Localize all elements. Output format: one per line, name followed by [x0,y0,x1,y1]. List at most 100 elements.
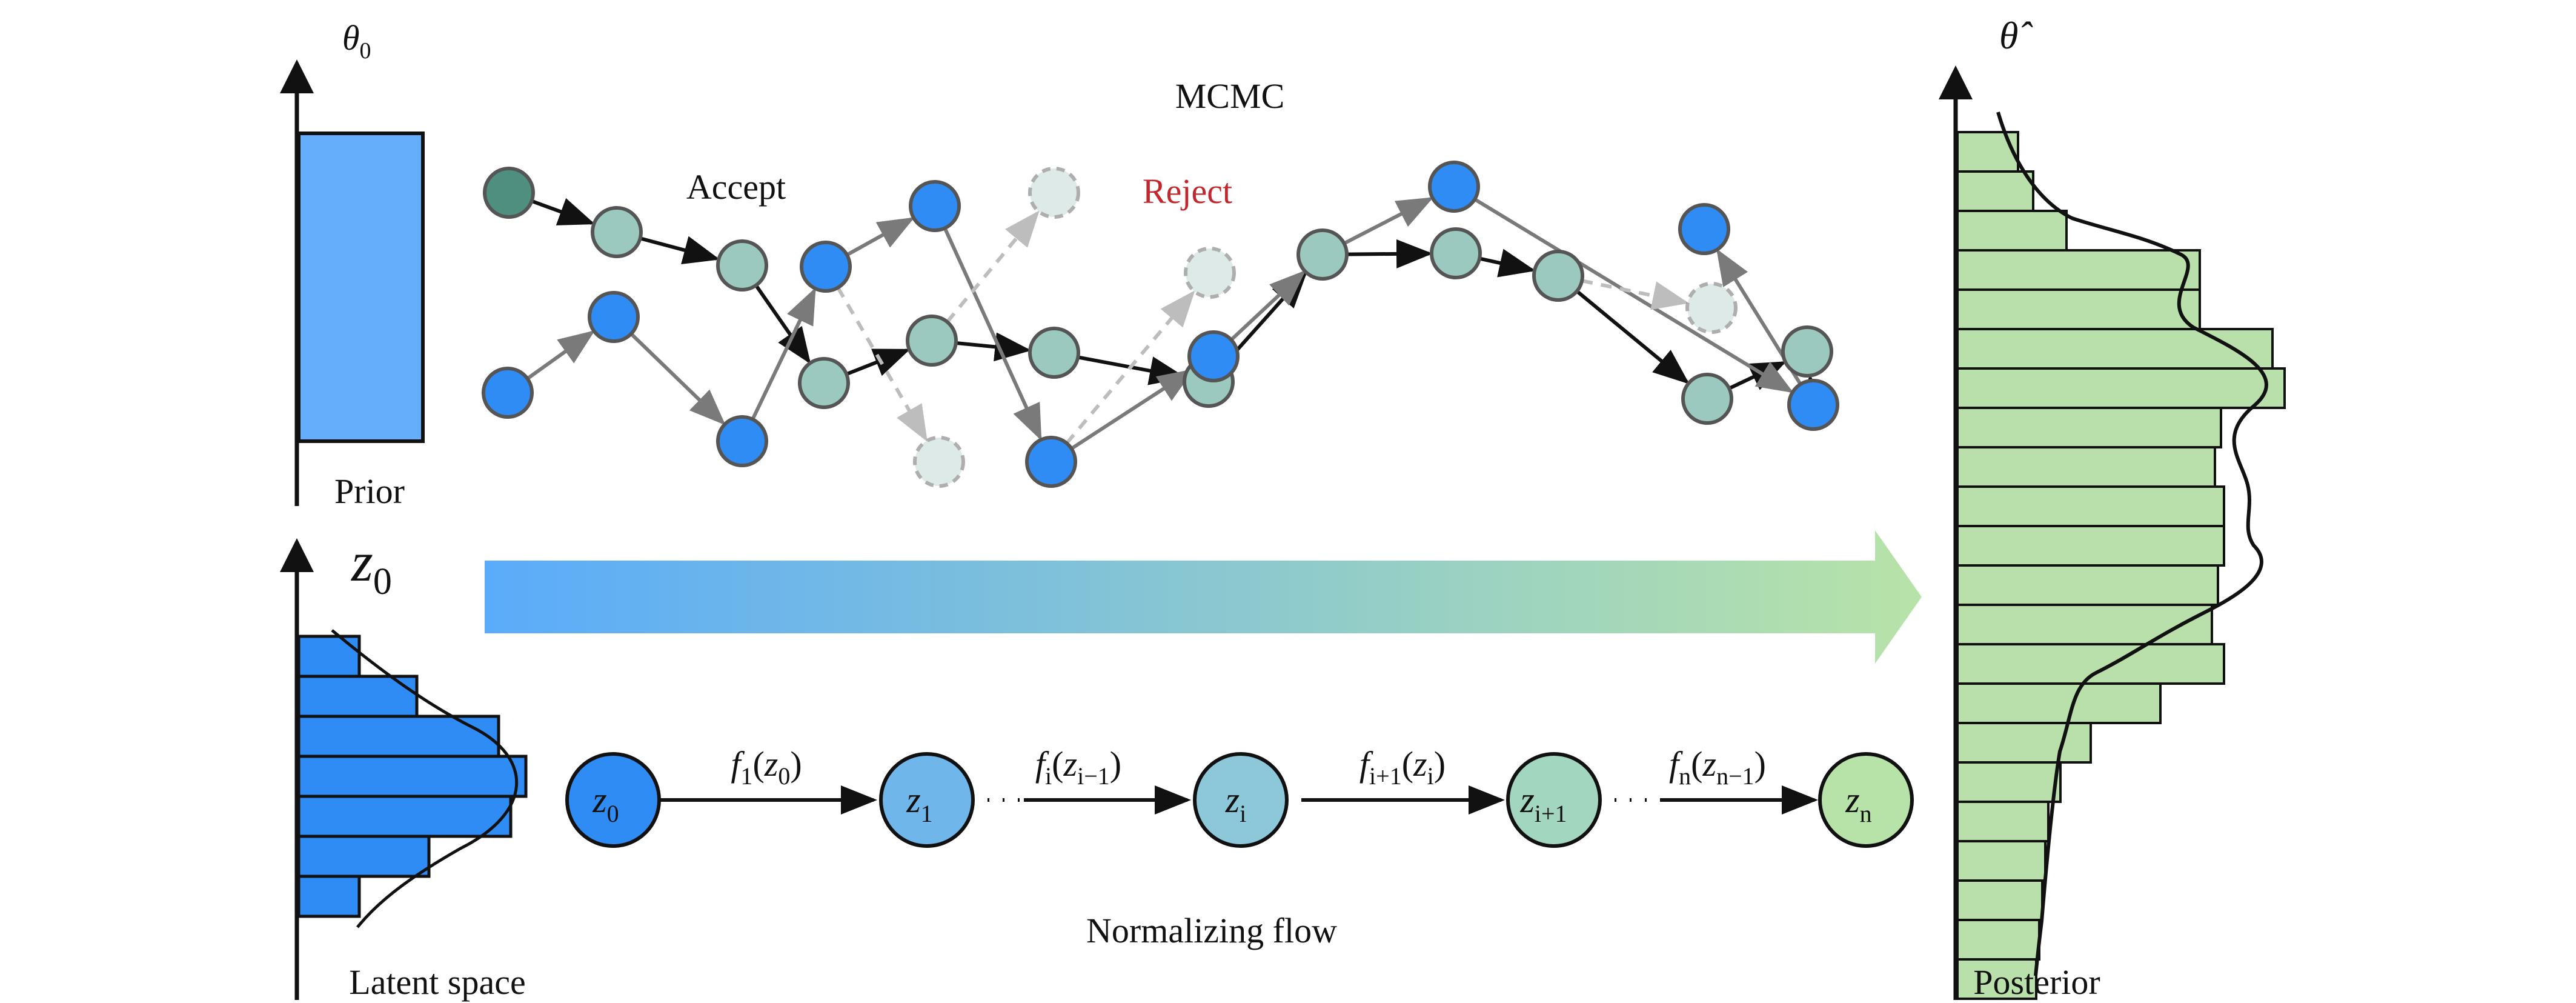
posterior-bar-20 [1956,919,2040,961]
flow-edge-label-2: fi+1(zi) [1359,744,1446,790]
flow-edge-label-3: fn(zn−1) [1669,744,1766,790]
mcmc-edge-1 [639,236,720,265]
posterior-bar-18 [1956,840,2047,882]
mcmc-node-a11 [1532,250,1584,302]
flow-node-1-circle [879,752,975,848]
transform-arrow [485,530,1922,664]
mcmc-node-a18 [1187,330,1240,382]
flow-node-3-circle [1506,752,1602,848]
flow-node-1-label: z1 [906,780,932,827]
posterior-bar-15 [1956,722,2092,764]
mcmc-node-a2 [716,239,768,292]
mcmc-node-a5 [906,315,958,367]
flow-node-3: zi+1 [1506,752,1602,848]
mcmc-nodes [482,161,1839,488]
posterior-bar-3 [1956,249,2201,291]
mcmc-edge-19 [1473,198,1794,393]
latent-bar-3 [297,755,528,798]
mcmc-edge-21 [946,210,1040,324]
mcmc-edge-16 [1070,368,1195,450]
mcmc-edge-22 [836,287,928,442]
mcmc-edge-17 [1230,270,1306,341]
mcmc-edge-3 [846,348,911,376]
posterior-bar-21 [1956,958,2037,1000]
posterior-bar-16 [1956,761,2062,803]
latent-bar-4 [297,795,513,838]
mcmc-node-a8 [1296,228,1349,281]
posterior-bar-7 [1956,407,2222,448]
mcmc-edge-4 [955,332,1032,362]
mcmc-edge-14 [846,217,915,257]
flow-node-3-label: zi+1 [1519,780,1567,827]
posterior-label: Posterior [1973,962,2100,1002]
flow-edge-label-0: f1(z0) [731,744,802,790]
mcmc-edge-10 [1728,361,1787,390]
posterior-bar-9 [1956,485,2225,527]
mcmc-edge-24 [1581,279,1689,310]
latent-space-panel: z0 Latent space [280,531,528,1002]
mcmc-node-a13 [1781,325,1833,378]
posterior-bar-6 [1956,367,2286,409]
prior-panel: θ0 Prior [280,18,425,511]
mcmc-node-a14 [1678,203,1730,255]
posterior-bar-8 [1956,446,2216,488]
accept-label: Accept [686,167,786,207]
mcmc-node-b1 [482,367,534,419]
posterior-bar-2 [1956,210,2068,252]
posterior-bar-14 [1956,682,2162,724]
mcmc-node-a3 [800,241,852,293]
latent-space-label: Latent space [349,962,525,1002]
flow-node-0-circle [565,752,661,848]
latent-histogram [297,635,528,918]
posterior-bar-11 [1956,564,2219,606]
mcmc-edge-12 [629,332,726,425]
latent-density-curve [331,629,519,928]
mcmc-node-r3 [913,436,965,488]
posterior-bar-5 [1956,328,2274,370]
flow-node-4-label: zn [1845,780,1871,827]
mcmc-node-a6 [1028,327,1080,379]
flow-node-0-label: z0 [592,780,619,827]
mcmc-node-s [483,167,535,219]
posterior-density-curve [1996,112,2268,976]
mcmc-node-b3 [716,415,768,467]
mcmc-edge-7 [1346,239,1433,268]
mcmc-node-r4 [1685,282,1738,334]
theta0-label: θ0 [342,18,371,64]
mcmc-edge-11 [526,330,596,381]
posterior-bar-19 [1956,879,2043,921]
mcmc-edge-0 [531,198,596,225]
posterior-bar-10 [1956,525,2225,567]
mcmc-edges [526,197,1828,450]
flow-edge-labels: f1(z0) fi(zi−1) fi+1(zi) fn(zn−1) [731,744,1766,790]
mcmc-panel: MCMC Accept Reject [482,76,1839,488]
flow-node-2-label: zi [1225,780,1246,827]
posterior-histogram [1956,131,2286,1000]
flow-node-0: z0 [565,752,661,848]
posterior-bar-12 [1956,604,2213,645]
flow-node-1: z1 [879,752,975,848]
flow-node-4: zn [1818,752,1914,848]
posterior-bar-4 [1956,288,2201,330]
posterior-panel: θ̂ Posterior [1939,14,2286,1002]
mcmc-edge-18 [1343,197,1434,245]
mcmc-edge-13 [751,287,816,421]
prior-box [297,132,425,443]
theta-hat-label: θ̂ [1999,14,2033,57]
posterior-bar-17 [1956,801,2050,842]
mcmc-node-a16 [798,357,850,409]
mcmc-edge-9 [1575,290,1690,384]
flow-node-4-circle [1818,752,1914,848]
z0-axis-label: z0 [350,531,392,602]
latent-bar-2 [297,715,500,758]
normalizing-flow-panel: f1(z0) fi(zi−1) fi+1(zi) fn(zn−1) z0 z1 … [565,744,1914,950]
mcmc-edge-2 [754,284,811,364]
mcmc-node-a9 [1428,161,1480,213]
posterior-bar-1 [1956,170,2034,212]
mcmc-label: MCMC [1175,76,1285,116]
mcmc-node-a1 [591,206,643,258]
prior-label: Prior [334,472,405,511]
mcmc-edge-15 [943,227,1042,441]
normalizing-flow-label: Normalizing flow [1086,911,1337,950]
